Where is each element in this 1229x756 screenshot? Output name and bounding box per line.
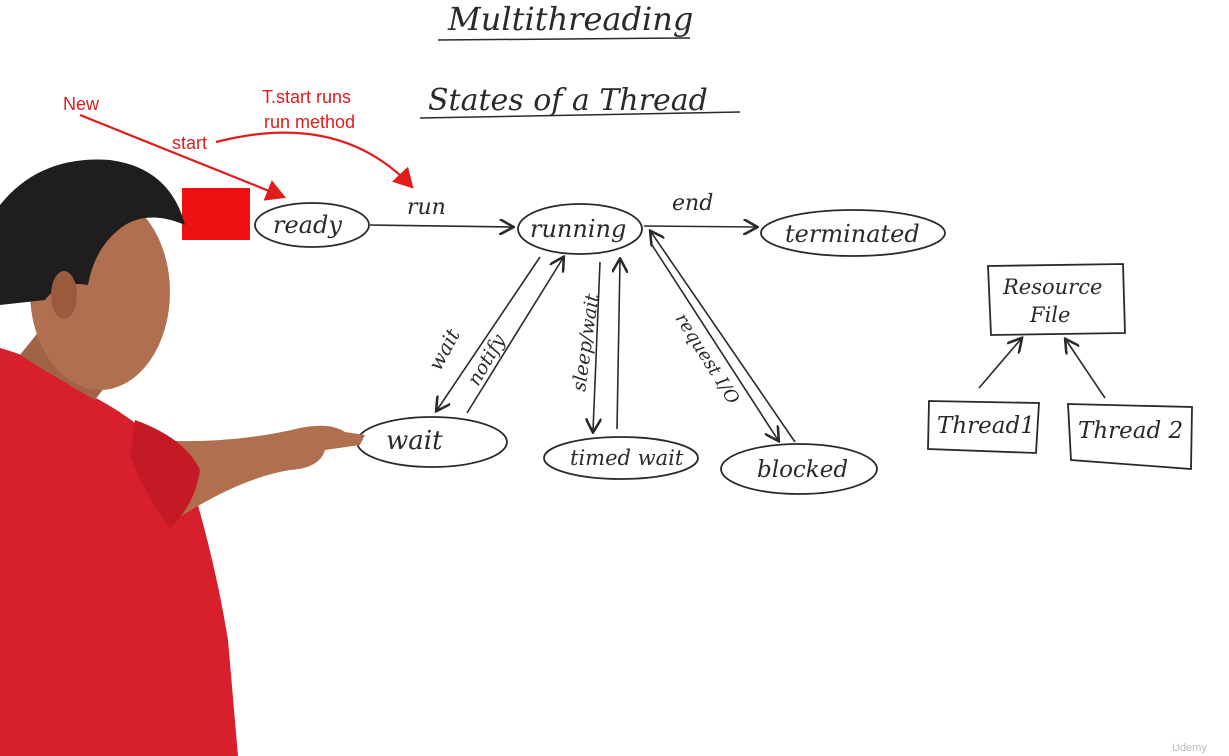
annotation-start: start [172, 133, 207, 153]
title-underline [437, 37, 691, 41]
arrow-start-run [215, 131, 414, 189]
label-end: end [672, 191, 713, 216]
presenter-sleeve [130, 420, 200, 528]
annotation-tstart-line1: T.start runs [262, 87, 351, 107]
board-subtitle: States of a Thread [428, 83, 708, 118]
presenter-shirt [0, 348, 238, 756]
arrow-blocked-running [651, 232, 796, 443]
state-running: running [517, 203, 643, 255]
state-wait: wait [356, 416, 508, 468]
arrow-new-ready [79, 113, 287, 201]
state-timed-wait-label: timed wait [570, 446, 684, 470]
arrow-running-blocked [651, 244, 778, 440]
state-terminated: terminated [760, 209, 946, 257]
label-sleep-wait: sleep/wait [568, 292, 604, 393]
annotation-tstart-line2: run method [264, 112, 355, 132]
resource-label-line1: Resource [1002, 275, 1102, 299]
state-terminated-label: terminated [785, 220, 920, 248]
label-request-io: request I/O [671, 310, 744, 409]
thread2-label: Thread 2 [1078, 418, 1183, 444]
arrow-thread2-resource [1066, 340, 1106, 399]
arrow-running-terminated [643, 226, 756, 227]
presenter-ear [51, 271, 77, 319]
label-run: run [407, 195, 446, 220]
state-timed-wait: timed wait [543, 436, 699, 480]
arrow-running-wait [437, 256, 541, 410]
thread2-box: Thread 2 [1067, 403, 1193, 470]
subtitle-underline [419, 111, 741, 119]
arrow-thread1-resource [978, 339, 1021, 389]
arrow-ready-running [369, 225, 512, 227]
board-title: Multithreading [447, 0, 693, 38]
arrow-running-timed-wait [593, 261, 600, 431]
resource-label-line2: File [1029, 303, 1070, 327]
state-ready: ready [254, 202, 370, 248]
state-running-label: running [530, 215, 626, 243]
thread1-box: Thread1 [927, 400, 1040, 454]
presenter [0, 159, 365, 756]
state-blocked-label: blocked [757, 457, 848, 483]
label-wait: wait [423, 324, 465, 375]
presenter-hair [0, 159, 185, 305]
arrow-timed-wait-running [617, 260, 620, 430]
state-ready-label: ready [273, 211, 342, 239]
resource-file-box: Resource File [987, 263, 1126, 336]
thread1-label: Thread1 [937, 413, 1035, 439]
udemy-watermark: Udemy [1172, 742, 1207, 754]
state-wait-label: wait [386, 426, 443, 456]
arrow-wait-running [466, 258, 563, 414]
state-blocked: blocked [720, 443, 878, 495]
red-marker-square [182, 188, 250, 240]
presenter-arm [150, 425, 365, 520]
annotation-new: New [63, 94, 100, 114]
